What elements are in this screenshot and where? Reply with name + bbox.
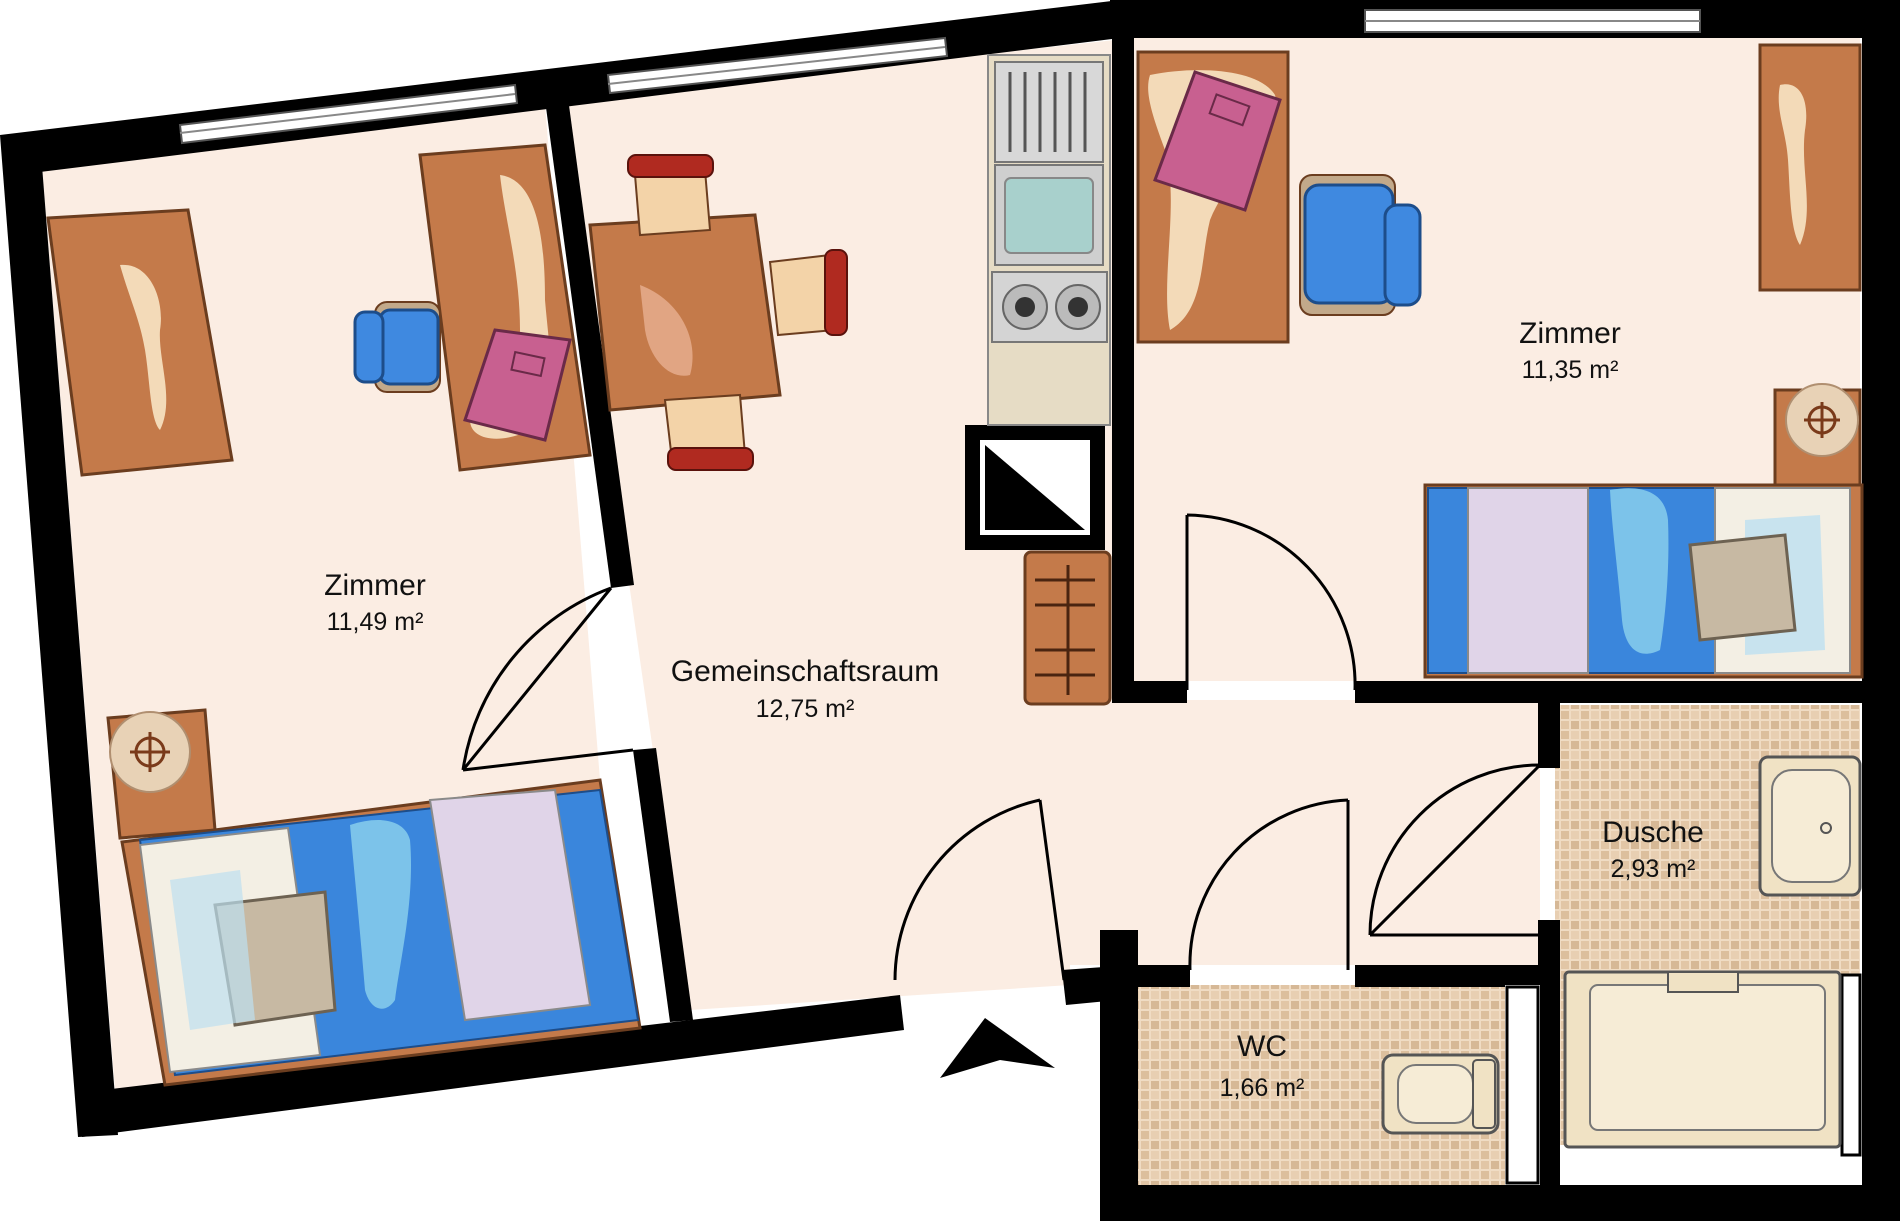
wall-room-right-bottom-b [1355, 681, 1862, 703]
room-right-area: 11,35 m² [1522, 356, 1619, 384]
shower-area: 2,93 m² [1611, 855, 1696, 883]
door-entrance [893, 798, 1066, 981]
wall-bottom-left [78, 995, 904, 1137]
wall-room-right-left [1112, 38, 1134, 703]
wall-bottom-right [1100, 1185, 1900, 1221]
entrance-arrow-icon [940, 1018, 1055, 1078]
room-right-name: Zimmer [1519, 317, 1621, 350]
furniture-common-room [588, 54, 1112, 706]
room-labels: Zimmer 11,49 m² Gemeinschaftsraum 12,75 … [324, 317, 1704, 1102]
wall-right [1862, 0, 1900, 1221]
wall-left [0, 135, 118, 1137]
wall-shower-left-upper [1538, 703, 1560, 768]
wall-room-right-bottom-a [1112, 681, 1187, 703]
pillow-icon-right [1688, 533, 1797, 642]
chair-icon [353, 301, 441, 393]
wall-wc-left [1100, 930, 1138, 1221]
wardrobe-right [1758, 43, 1862, 292]
door-shower [1368, 763, 1542, 937]
windows [178, 9, 1701, 145]
shower-strip-frame [1840, 973, 1862, 1157]
wall-partition-left-lower [633, 748, 693, 1022]
shaft-symbol [980, 440, 1090, 535]
shower-name: Dusche [1602, 816, 1704, 849]
chair-right [768, 249, 848, 337]
wall-partition-left-upper [545, 98, 634, 588]
furniture-room-right [1136, 43, 1864, 679]
dining-table [588, 213, 782, 412]
wc-shaft-frame [1505, 985, 1540, 1185]
door-room-left [461, 586, 613, 771]
chair-bottom [663, 393, 754, 471]
wall-wc-top-b [1355, 965, 1560, 987]
table-left [46, 208, 234, 477]
common-room-name: Gemeinschaftsraum [671, 655, 939, 688]
sanitary [1381, 755, 1862, 1149]
wc-area: 1,66 m² [1220, 1074, 1305, 1102]
doors [461, 513, 1542, 981]
common-room-area: 12,75 m² [756, 695, 855, 723]
furniture-room-left [46, 143, 642, 1087]
bed-right [1423, 483, 1864, 679]
room-left-area: 11,49 m² [327, 608, 424, 636]
door-room-right [1185, 513, 1357, 691]
openings [1505, 975, 1862, 1185]
room-left-name: Zimmer [324, 569, 426, 602]
chair-top [627, 154, 714, 237]
wall-shower-left-lower [1538, 920, 1560, 1221]
bed-left [120, 778, 642, 1087]
wc-name: WC [1237, 1030, 1287, 1063]
chair-icon-right [1299, 174, 1422, 316]
door-wc [1188, 798, 1350, 971]
